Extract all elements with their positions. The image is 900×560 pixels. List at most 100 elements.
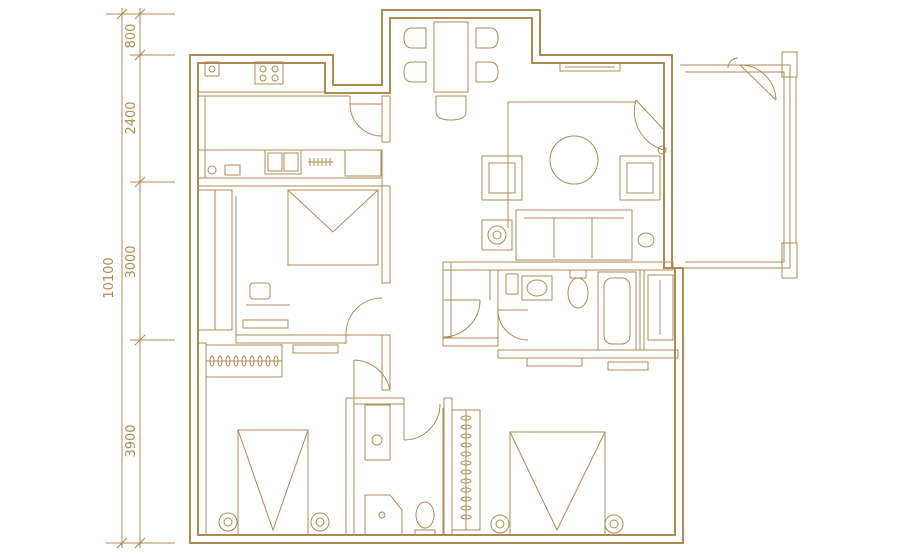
bathroom-fixtures <box>505 269 674 351</box>
hanger-icon <box>460 433 472 439</box>
kitchen-fixtures <box>204 61 383 179</box>
hanger-icon <box>265 355 271 367</box>
nightstand-lamp-inner <box>495 519 505 529</box>
dimension-slash <box>134 49 146 61</box>
bedroom1-door-swing <box>345 297 383 336</box>
side-table-icon <box>481 219 513 251</box>
toilet-icon <box>567 277 589 309</box>
nightstand-lamp-icon <box>490 514 510 534</box>
sink-bowl <box>267 152 283 172</box>
kitchen-drain-icon <box>207 165 217 175</box>
bathroom-top-wall <box>442 261 674 271</box>
washbasin-bowl <box>526 279 548 297</box>
segment-label-800: 800 <box>124 24 139 49</box>
kitchen-partition <box>381 95 391 143</box>
hanger-icon <box>460 487 472 493</box>
sofa-icon <box>515 209 633 261</box>
bedroom-wall-right <box>443 397 453 536</box>
bedrooms <box>205 189 624 536</box>
dining-chair-icon <box>475 61 499 83</box>
hanger-icon <box>241 355 247 367</box>
exterior-walls <box>189 9 684 544</box>
dimension-slash <box>116 8 128 20</box>
kitchen-appliance-icon <box>224 164 241 176</box>
fixture-dot <box>657 145 667 155</box>
hanger-icon <box>209 355 215 367</box>
nightstand-lamp-icon <box>604 514 624 534</box>
hanger-icon <box>460 505 472 511</box>
hanger-icon <box>460 469 472 475</box>
dining-chair-icon <box>403 61 427 83</box>
interior-walls <box>197 91 679 536</box>
window <box>292 344 339 354</box>
burner-icon <box>259 65 267 73</box>
corridor-wall <box>381 334 391 391</box>
nightstand-lamp-icon <box>310 512 330 532</box>
balcony-access-door-swing <box>633 99 665 151</box>
balcony-door-detail <box>727 57 739 69</box>
small-toilet-fixtures <box>364 404 436 536</box>
nightstand-lamp-icon <box>218 512 238 532</box>
closet-wall <box>345 397 355 536</box>
corridor-wall <box>442 337 499 347</box>
kitchen-door-swing <box>349 103 383 137</box>
shower-drain-icon <box>378 511 386 519</box>
washbasin-icon <box>521 275 553 301</box>
armchair-icon <box>481 155 523 201</box>
bathroom-door-swing <box>497 309 529 341</box>
nightstand-lamp-inner <box>223 517 233 527</box>
burner-icon <box>259 74 267 82</box>
living-room-furniture <box>481 101 667 261</box>
window <box>607 361 649 371</box>
armchair-icon <box>619 155 661 201</box>
burner-icon <box>271 74 279 82</box>
burner-icon <box>271 65 279 73</box>
bathtub-basin <box>603 277 631 345</box>
window <box>242 319 289 329</box>
toilet-icon <box>415 501 435 529</box>
dimension-annotations <box>106 8 175 549</box>
bedroom2-door-swing <box>353 359 391 391</box>
balcony-access-door-leaf <box>635 99 665 131</box>
dimension-labels: 10100 800 2400 3000 3900 <box>102 24 139 458</box>
dining-chair-icon <box>403 27 427 49</box>
balcony-door-swing <box>739 64 777 101</box>
bed-fold <box>509 431 606 532</box>
hanger-icon <box>257 355 263 367</box>
nightstand-lamp-inner <box>609 519 619 529</box>
balcony-door-leaf <box>739 64 777 101</box>
small-washbasin-icon <box>364 404 391 461</box>
hanger-group <box>209 355 472 520</box>
bathtub-icon <box>597 271 637 351</box>
dimension-slash <box>116 537 128 549</box>
bedroom-partition <box>235 334 347 344</box>
hanger-icon <box>217 355 223 367</box>
balcony <box>680 51 798 279</box>
lamp-icon-inner <box>492 230 502 240</box>
bed-icon <box>287 189 379 266</box>
segment-label-3000: 3000 <box>124 245 139 278</box>
armchair-seat <box>626 162 654 194</box>
bed-icon <box>237 429 309 536</box>
coffee-table-icon <box>549 135 599 185</box>
dish-rack-icon <box>308 158 333 166</box>
bath-cabinet-icon <box>647 274 674 341</box>
window <box>526 357 583 367</box>
segment-label-2400: 2400 <box>124 101 139 134</box>
bath-cabinet-icon <box>505 273 519 295</box>
toilet-wall <box>353 397 405 405</box>
plant-icon <box>637 232 655 248</box>
hanger-icon <box>233 355 239 367</box>
dining-chair-icon <box>435 95 467 121</box>
window <box>559 62 621 72</box>
windows <box>242 62 649 371</box>
bathroom-bottom-wall <box>497 349 679 359</box>
hanger-icon <box>225 355 231 367</box>
desk-chair-icon <box>249 282 271 300</box>
nightstand-lamp-inner <box>315 517 325 527</box>
hanger-icon <box>460 460 472 466</box>
small-washbasin-bowl <box>371 434 383 446</box>
living-area-boundary <box>507 101 636 228</box>
